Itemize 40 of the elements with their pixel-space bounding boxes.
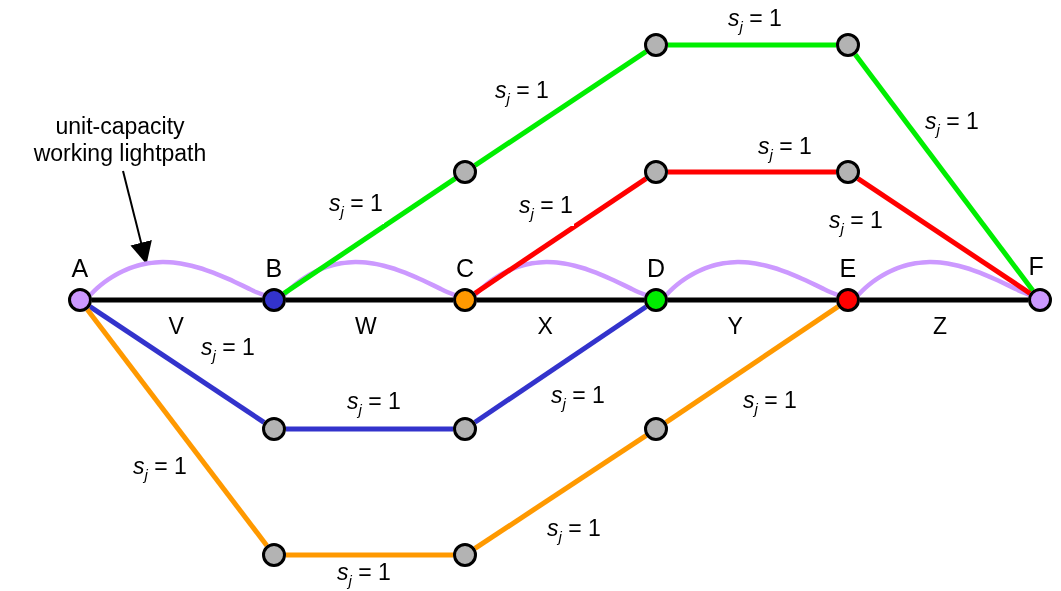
node-circle [453,160,477,184]
link-line [85,308,269,547]
link-line [856,176,1032,296]
link-line [286,426,453,432]
link-line [860,297,1028,303]
node-circle [262,417,286,441]
link-line [668,42,836,48]
node-label: A [71,256,89,281]
leader-arrow [122,170,152,265]
annotation-text: unit-capacity working lightpath [25,113,215,167]
lightpath-curve [88,259,265,298]
link-line [473,304,648,425]
node-label: B [265,256,283,281]
link-line [282,176,457,296]
node-label: C [456,256,475,281]
node-label: D [647,256,666,281]
link-line [473,49,648,168]
node-circle [836,33,860,57]
node-circle [262,543,286,567]
node-label: E [839,256,857,281]
link-line [664,304,840,425]
link-line [477,297,644,303]
node-circle [453,543,477,567]
node-circle [644,417,668,441]
link-line [92,297,262,303]
node-circle [644,33,668,57]
link-line [286,552,453,558]
node-label: F [1028,254,1044,279]
node-circle [453,417,477,441]
link-line [668,297,836,303]
lightpath-curve [856,259,1031,298]
link-line [88,304,266,425]
lightpath-curve [664,259,839,298]
node-circle [644,160,668,184]
link-line [668,169,836,175]
link-line [473,433,648,551]
link-line [853,53,1035,292]
node-circle [836,160,860,184]
link-line [286,297,453,303]
link-line [473,176,648,296]
